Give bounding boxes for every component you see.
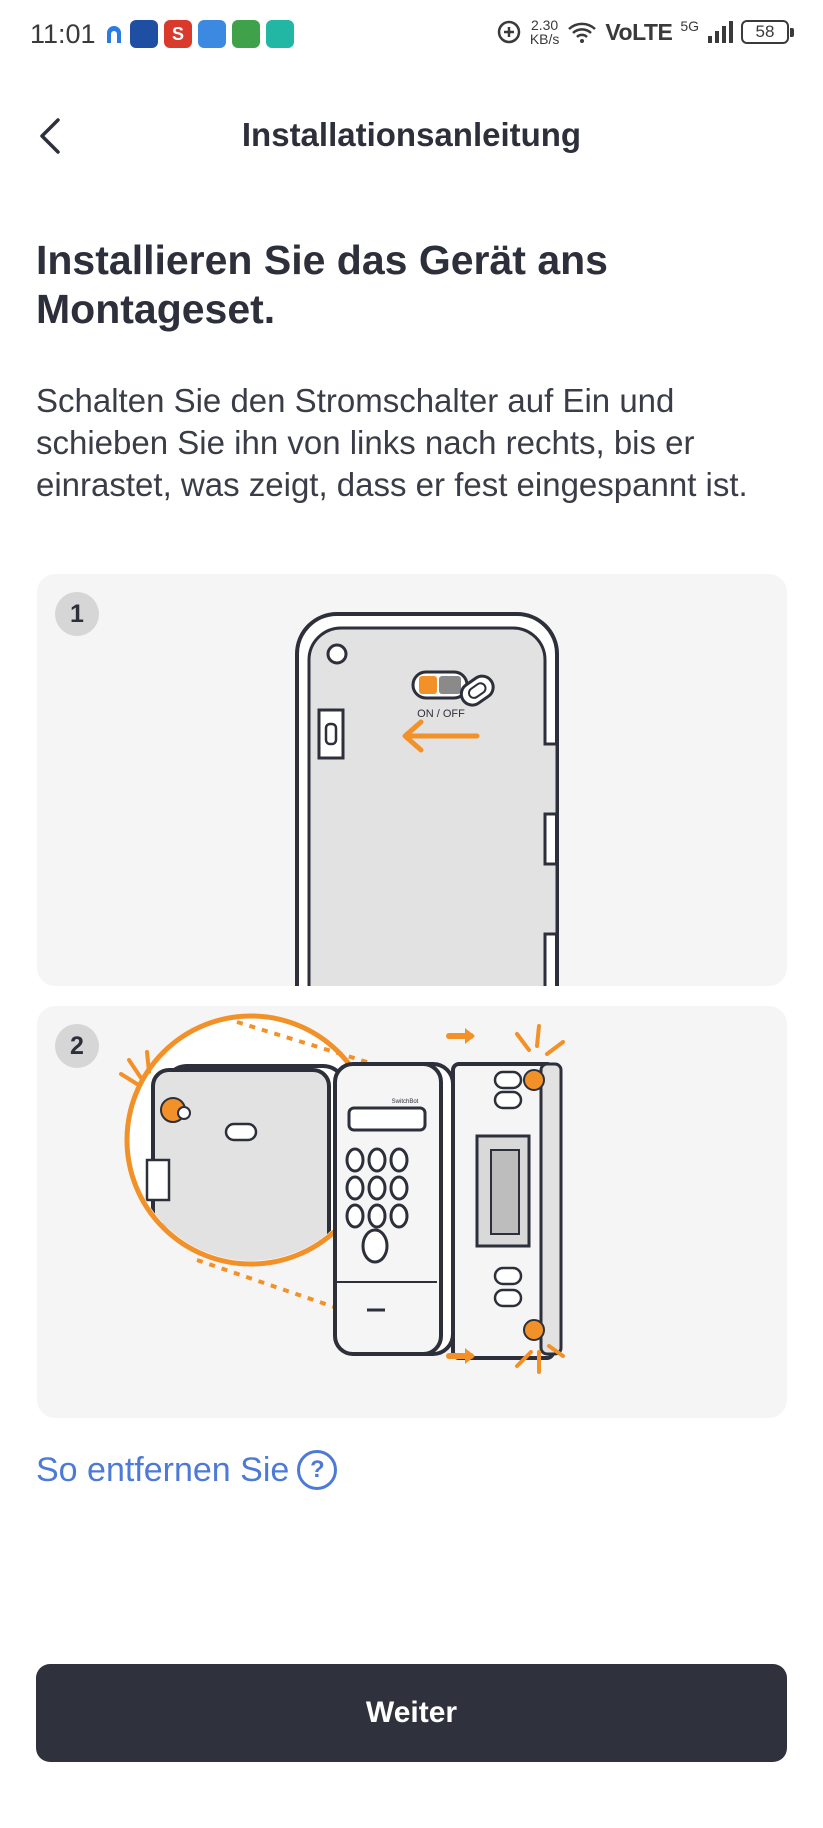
home-notification-icon bbox=[107, 26, 121, 43]
app-shield-notification-icon bbox=[198, 20, 226, 48]
how-to-remove-label: So entfernen Sie bbox=[36, 1450, 290, 1489]
notification-icons: S bbox=[104, 20, 294, 48]
status-bar: 11:01 S 2.30 KB/s VoLTE 5G 58 bbox=[0, 0, 823, 72]
chevron-left-icon bbox=[40, 118, 60, 154]
device-mount-illustration: SwitchBot bbox=[119, 1013, 565, 1374]
step-heading: Installieren Sie das Gerät ans Montagese… bbox=[36, 237, 608, 332]
net-speed-value: 2.30 bbox=[530, 17, 559, 33]
net-speed: 2.30 KB/s bbox=[530, 18, 560, 46]
step-description: Schalten Sie den Stromschalter auf Ein u… bbox=[36, 382, 748, 503]
header: Installationsanleitung bbox=[0, 100, 823, 172]
battery-icon: 58 bbox=[741, 20, 794, 44]
app-teal-notification-icon bbox=[266, 20, 294, 48]
status-time: 11:01 bbox=[30, 19, 96, 49]
step-badge: 1 bbox=[55, 592, 99, 636]
device-brand-label: SwitchBot bbox=[392, 1099, 419, 1105]
switch-label: ON / OFF bbox=[417, 708, 465, 720]
wifi-icon bbox=[568, 22, 597, 43]
network-type: VoLTE bbox=[605, 18, 673, 45]
device-back-switch-illustration: ON / OFF bbox=[295, 612, 559, 986]
back-button[interactable] bbox=[30, 112, 74, 160]
how-to-remove-link[interactable]: So entfernen Sie ? bbox=[36, 1450, 338, 1490]
signal-type: 5G bbox=[680, 18, 699, 34]
illustration-step-1: 1 ON / OFF bbox=[37, 574, 787, 986]
signal-icon bbox=[708, 21, 733, 43]
app-s-notification-icon: S bbox=[164, 20, 192, 48]
data-saver-icon bbox=[497, 20, 521, 44]
page-title: Installationsanleitung bbox=[241, 116, 582, 153]
illustration-step-2: 2 SwitchBot bbox=[37, 1006, 787, 1418]
help-circle-icon[interactable]: ? bbox=[297, 1450, 338, 1490]
net-speed-unit: KB/s bbox=[529, 31, 560, 47]
app-security-notification-icon bbox=[232, 20, 260, 48]
app-notification-icon bbox=[130, 20, 158, 48]
step-badge: 2 bbox=[55, 1024, 99, 1068]
next-button[interactable]: Weiter bbox=[36, 1664, 787, 1762]
status-right: 2.30 KB/s VoLTE 5G 58 bbox=[496, 18, 794, 46]
